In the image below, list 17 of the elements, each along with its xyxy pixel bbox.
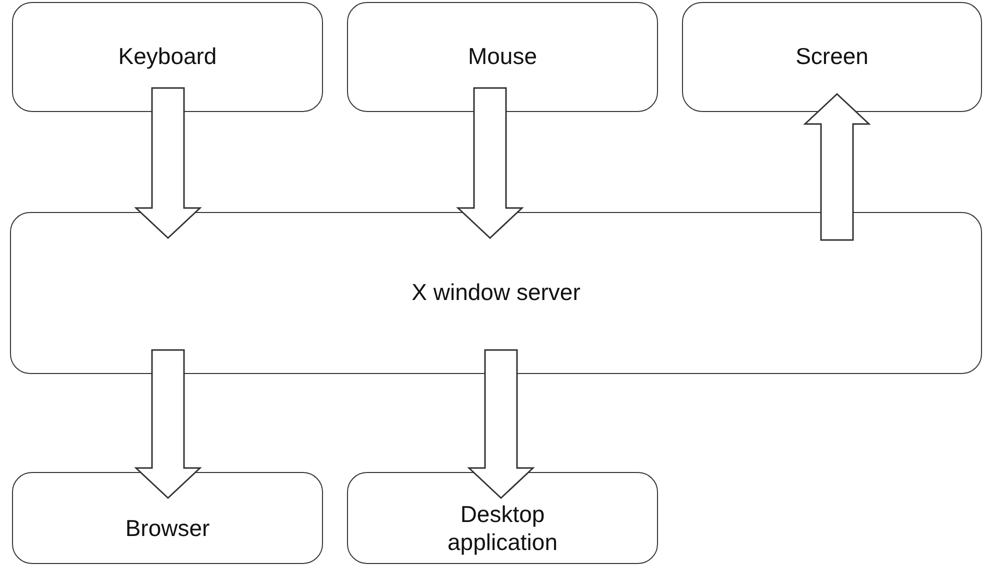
block-arrow (803, 92, 871, 241)
box-label: Desktop application (446, 501, 558, 557)
process-box (12, 472, 323, 564)
box-label: Mouse (468, 43, 538, 71)
box-label: X window server (412, 279, 580, 307)
box-label: Browser (125, 515, 210, 543)
process-box (682, 2, 982, 112)
box-label: Screen (796, 43, 868, 71)
block-arrow (456, 87, 524, 240)
process-box (347, 472, 658, 564)
block-arrow (467, 349, 535, 500)
process-box (10, 212, 982, 374)
process-box (12, 2, 323, 112)
block-arrow (134, 349, 202, 500)
process-box (347, 2, 658, 112)
block-arrow (134, 87, 202, 240)
box-label: Keyboard (118, 43, 217, 71)
